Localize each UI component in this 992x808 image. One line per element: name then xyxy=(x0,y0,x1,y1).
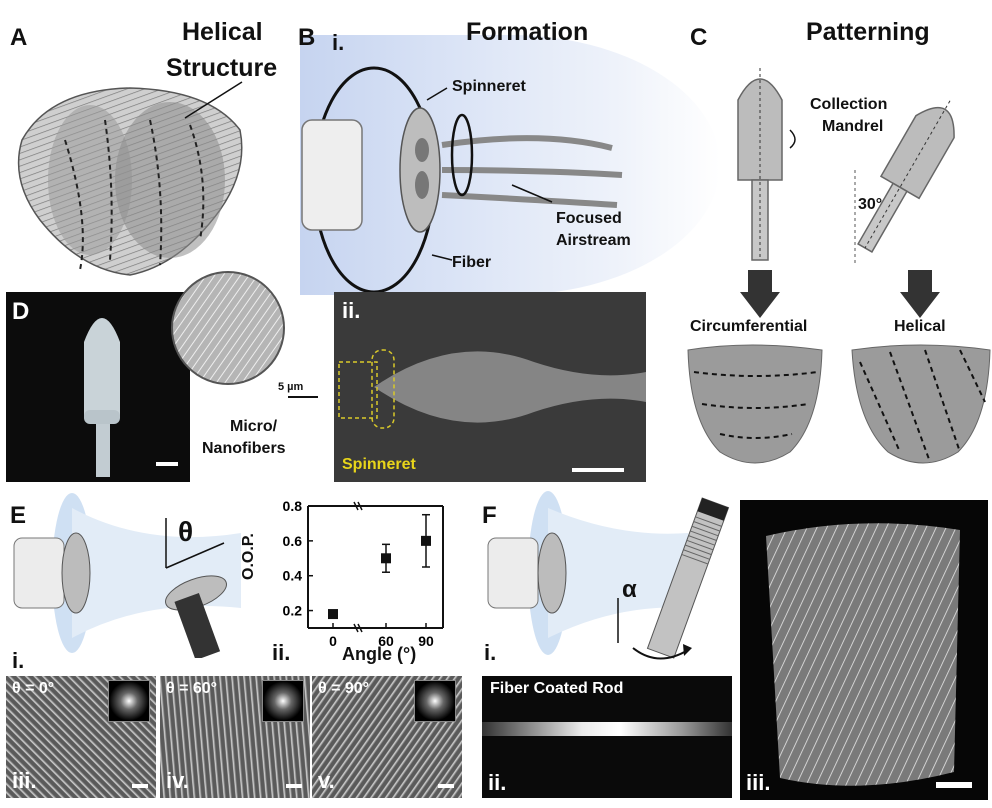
airstream-glow xyxy=(300,35,720,295)
nanofiber-zoom xyxy=(171,271,285,385)
panel-bii-image xyxy=(334,292,646,482)
micrograph-sub-label: iv. xyxy=(166,768,189,793)
micrograph-panel: θ = 90° v. xyxy=(312,676,462,798)
axis-break-mark xyxy=(353,623,359,633)
panel-a-letter: A xyxy=(10,24,28,51)
panel-a-title-1: Helical xyxy=(182,18,263,46)
fft-inset xyxy=(414,680,456,722)
panel-d-caption-2: Nanofibers xyxy=(202,440,286,457)
panel-c-title: Patterning xyxy=(806,18,930,46)
micrograph-panel: θ = 60° iv. xyxy=(160,676,310,798)
micrograph-angle-label: θ = 0° xyxy=(12,680,55,697)
micrograph-sub-label: v. xyxy=(318,768,335,793)
axis-break-mark xyxy=(357,501,363,511)
scaffold-render xyxy=(766,523,972,788)
panel-d-scale-label: 5 µm xyxy=(278,381,304,393)
mandrels-illustration xyxy=(737,68,955,318)
label-focused: Focused xyxy=(556,210,622,227)
data-point xyxy=(328,609,338,620)
y-tick-label: 0.4 xyxy=(283,568,303,584)
alpha-symbol: α xyxy=(622,576,637,603)
micrograph-angle-label: θ = 90° xyxy=(318,680,370,697)
panel-d-caption-1: Micro/ xyxy=(230,418,278,435)
fft-inset xyxy=(108,680,150,722)
label-mandrel: Mandrel xyxy=(822,118,884,135)
label-airstream: Airstream xyxy=(556,232,631,249)
label-fiber: Fiber xyxy=(452,254,492,271)
x-tick-label: 0 xyxy=(329,633,337,649)
rod-image xyxy=(482,722,732,736)
axis-break-mark xyxy=(357,623,363,633)
patterned-scaffolds xyxy=(687,344,991,464)
panel-f-sub-i: i. xyxy=(484,640,497,665)
panel-e-sub-ii: ii. xyxy=(272,640,291,665)
fiber-scaffold-3d-image xyxy=(740,500,988,800)
panel-f-sub-ii: ii. xyxy=(488,770,507,795)
panel-e-letter: E xyxy=(10,502,27,529)
panel-bii-label: Spinneret xyxy=(342,456,416,473)
x-tick-label: 60 xyxy=(378,633,394,649)
y-tick-label: 0.8 xyxy=(283,498,303,514)
airstream-photo xyxy=(338,349,646,472)
scale-bar xyxy=(438,784,454,788)
label-circumferential: Circumferential xyxy=(690,318,808,335)
oop-chart: 0.2 0.4 0.6 0.8 0 60 90 xyxy=(283,498,444,649)
heart-illustration xyxy=(17,81,243,276)
chart-xlabel: Angle (°) xyxy=(342,644,417,664)
panel-d-letter: D xyxy=(12,298,30,325)
panel-b-title: Formation xyxy=(466,18,589,46)
panel-b-sub-i: i. xyxy=(332,30,345,55)
panel-b-letter: B xyxy=(298,24,316,51)
micrograph-sub-label: iii. xyxy=(12,768,37,793)
data-point xyxy=(421,535,431,546)
fft-inset xyxy=(262,680,304,722)
label-helical: Helical xyxy=(894,318,946,335)
axis-break-mark xyxy=(353,501,359,511)
label-30-degrees: 30° xyxy=(858,196,883,213)
panel-f-sub-iii: iii. xyxy=(746,770,771,795)
panel-c-letter: C xyxy=(690,24,708,51)
scale-bar xyxy=(132,784,148,788)
rod-title: Fiber Coated Rod xyxy=(490,680,624,697)
spinneret-illustration xyxy=(301,66,623,294)
micrograph-angle-label: θ = 60° xyxy=(166,680,218,697)
panel-a-title-2: Structure xyxy=(166,54,278,82)
scale-bar xyxy=(286,784,302,788)
theta-symbol: θ xyxy=(178,516,194,547)
fiber-coated-rod-image xyxy=(482,676,732,798)
chart-ylabel: O.O.P. xyxy=(240,533,257,580)
y-tick-label: 0.6 xyxy=(283,533,303,549)
data-point xyxy=(381,553,391,564)
panel-f-letter: F xyxy=(482,502,497,529)
scale-bar-5um xyxy=(288,396,318,398)
x-tick-label: 90 xyxy=(418,633,434,649)
label-collection: Collection xyxy=(810,96,888,113)
y-tick-label: 0.2 xyxy=(283,603,303,619)
mandrel-photo xyxy=(84,318,178,477)
micrograph-panel: θ = 0° iii. xyxy=(6,676,156,798)
panel-e-sub-i: i. xyxy=(12,648,25,673)
panel-d-photo xyxy=(6,292,190,482)
label-spinneret: Spinneret xyxy=(452,78,526,95)
tilted-collector-illustration xyxy=(13,493,241,658)
rod-collector-illustration xyxy=(487,491,730,660)
panel-bii-sub: ii. xyxy=(342,298,361,323)
